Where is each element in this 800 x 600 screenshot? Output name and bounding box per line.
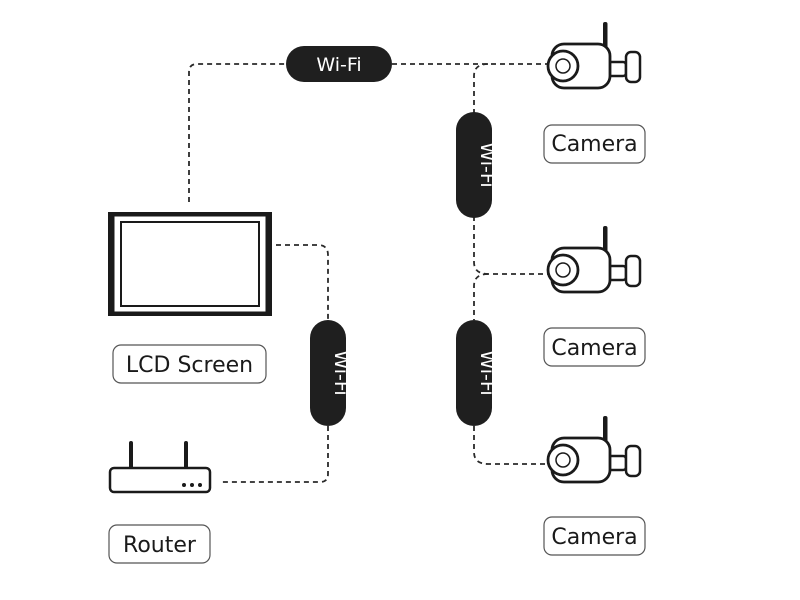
security-camera-icon: [546, 414, 642, 484]
wifi-pill-camera-column-1: Wi-Fi: [456, 112, 498, 218]
camera-3-label: Camera: [551, 525, 637, 550]
lcd-screen-label: LCD Screen: [126, 353, 253, 378]
wifi-pill-camera-column-2: Wi-Fi: [456, 320, 498, 426]
camera-2-label-box: Camera: [543, 327, 646, 367]
camera-3-label-box: Camera: [543, 516, 646, 556]
router-icon: [108, 441, 212, 494]
wire-to-camera-3: [473, 426, 548, 465]
wifi-pill-camera-column-1-label: Wi-Fi: [476, 142, 498, 187]
monitor-icon: [108, 212, 272, 316]
router-label-box: Router: [108, 524, 211, 564]
camera-2-label: Camera: [551, 336, 637, 361]
security-camera-icon: [546, 20, 642, 90]
wifi-pill-camera-column-2-label: Wi-Fi: [476, 350, 498, 395]
wire-lcd-to-top-wifi: [188, 63, 290, 202]
wire-camera-2-to-column: [473, 273, 489, 320]
camera-1-label: Camera: [551, 132, 637, 157]
wire-branch-to-camera-column: [473, 63, 489, 114]
wifi-pill-lcd-router-label: Wi-Fi: [330, 350, 352, 395]
wire-lcd-to-router-wifi: [276, 244, 329, 320]
router-label: Router: [123, 533, 197, 558]
lcd-screen-label-box: LCD Screen: [112, 344, 267, 384]
connection-wires: [188, 63, 548, 483]
wire-to-camera-2: [473, 216, 548, 275]
camera-1-label-box: Camera: [543, 124, 646, 164]
wifi-pill-top: Wi-Fi: [286, 46, 392, 82]
wifi-pill-lcd-router: Wi-Fi: [310, 320, 352, 426]
wifi-pill-top-label: Wi-Fi: [316, 54, 361, 76]
security-camera-icon: [546, 224, 642, 294]
wire-wifi-to-router: [222, 426, 329, 483]
